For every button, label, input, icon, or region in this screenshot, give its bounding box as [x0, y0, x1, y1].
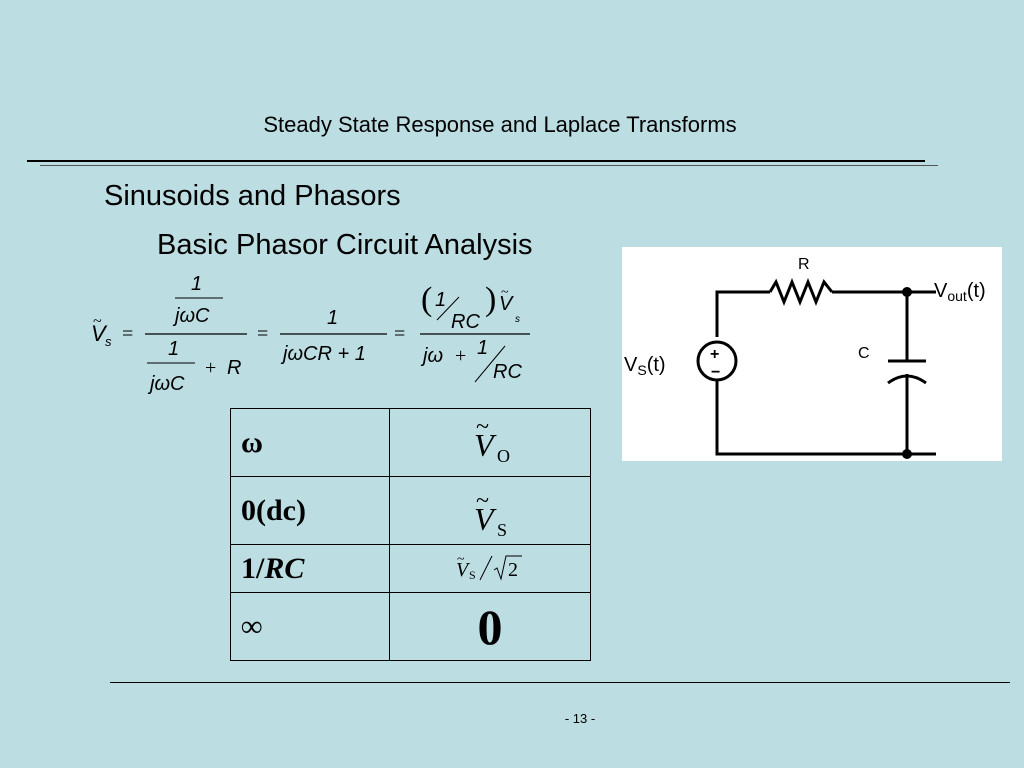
eq3-den-jw: jω — [420, 345, 443, 367]
eq3-num-vs: V — [499, 293, 514, 315]
header-vo-symbol: V ~ O — [474, 414, 510, 466]
subsection-heading: Basic Phasor Circuit Analysis — [157, 229, 533, 261]
table-header-row: ω V ~ O — [230, 408, 591, 477]
row-rc-omega: 1/RC — [230, 544, 390, 593]
header-vo: V ~ O — [389, 408, 591, 477]
frequency-response-table: ω V ~ O 0(dc) V ~ S 1/RC V ~ S — [230, 408, 591, 661]
footer-rule — [110, 682, 1010, 683]
source-plus-sign: + — [710, 346, 719, 363]
source-minus-sign: − — [711, 364, 720, 381]
eq3-den-slash — [474, 345, 506, 383]
row-dc-omega: 0(dc) — [230, 476, 390, 545]
capacitor-label: C — [858, 345, 870, 362]
node-output — [902, 287, 912, 297]
row-dc-sub: S — [497, 520, 507, 538]
row-inf-omega: ∞ — [230, 592, 390, 661]
phasor-equation: V ~ s = 1 jωC 1 jωC + R = 1 jωCR + 1 = (… — [91, 273, 530, 395]
row-rc-italic: RC — [264, 551, 305, 585]
row-rc-sub: S — [469, 568, 476, 582]
eq3-num-vs-sub: s — [515, 314, 520, 325]
eq3-paren-open: ( — [421, 281, 432, 318]
eq-lhs-tilde: ~ — [93, 313, 102, 330]
output-label: Vout(t) — [934, 280, 986, 304]
header-omega: ω — [230, 408, 390, 477]
row-rc-prefix: 1/ — [241, 551, 265, 585]
eq3-num-slash — [436, 296, 460, 321]
eq-equals-1: = — [122, 323, 133, 345]
eq1-den-one: 1 — [168, 338, 179, 360]
row-rc-vs-sqrt2: V ~ S 2 — [456, 552, 522, 582]
wire-top-left — [715, 290, 770, 337]
eq1-plus: + — [205, 357, 216, 379]
eq2-num: 1 — [327, 307, 338, 329]
eq1-den-jwc: jωC — [147, 373, 185, 395]
resistor — [768, 277, 834, 307]
row-dc-tilde: ~ — [476, 488, 489, 514]
rc-circuit-diagram: + − R C VS(t) Vout(t) — [622, 247, 1002, 461]
eq3-paren-close: ) — [485, 281, 496, 318]
table-row: 0(dc) V ~ S — [230, 476, 591, 545]
eq3-num-one: 1 — [435, 289, 446, 311]
row-rc-radical — [493, 555, 522, 581]
eq3-den-plus: + — [455, 345, 466, 367]
wire-bottom — [715, 380, 936, 456]
page-number: - 13 - — [564, 711, 596, 726]
resistor-label: R — [798, 256, 810, 273]
row-dc-vs-symbol: V ~ S — [474, 488, 507, 540]
row-dc-v: V — [474, 501, 497, 537]
table-row: 1/RC V ~ S 2 — [230, 544, 591, 593]
eq1-num-top: 1 — [191, 273, 202, 295]
eq3-den-rc: RC — [493, 361, 522, 383]
row-rc-slash — [479, 555, 493, 581]
section-heading: Sinusoids and Phasors — [104, 180, 401, 212]
eq3-num-tilde: ~ — [501, 285, 509, 300]
row-rc-v: V — [456, 559, 471, 581]
node-ground — [902, 449, 912, 459]
row-rc-value: V ~ S 2 — [389, 544, 591, 593]
eq-lhs-sub: s — [105, 334, 112, 349]
eq-equals-3: = — [394, 323, 405, 345]
row-rc-sqrt-arg: 2 — [508, 559, 518, 581]
eq-lhs-v: V — [91, 321, 108, 346]
row-inf-value: 0 — [389, 592, 591, 661]
eq-equals-2: = — [257, 323, 268, 345]
header-vo-tilde: ~ — [476, 414, 489, 440]
table-row: ∞ 0 — [230, 592, 591, 661]
title-rule-top — [27, 160, 925, 162]
eq2-den: jωCR + 1 — [280, 343, 366, 365]
header-vo-sub: O — [497, 446, 510, 466]
row-rc-tilde: ~ — [457, 552, 465, 567]
header-vo-v: V — [474, 427, 497, 463]
eq3-num-rc: RC — [451, 311, 480, 333]
row-dc-value: V ~ S — [389, 476, 591, 545]
eq3-den-one: 1 — [477, 337, 488, 359]
title-rule-bottom — [40, 165, 938, 166]
slide-title: Steady State Response and Laplace Transf… — [263, 112, 737, 137]
source-label: VS(t) — [624, 354, 666, 378]
eq1-num-jwc: jωC — [172, 305, 210, 327]
eq1-r: R — [227, 357, 241, 379]
